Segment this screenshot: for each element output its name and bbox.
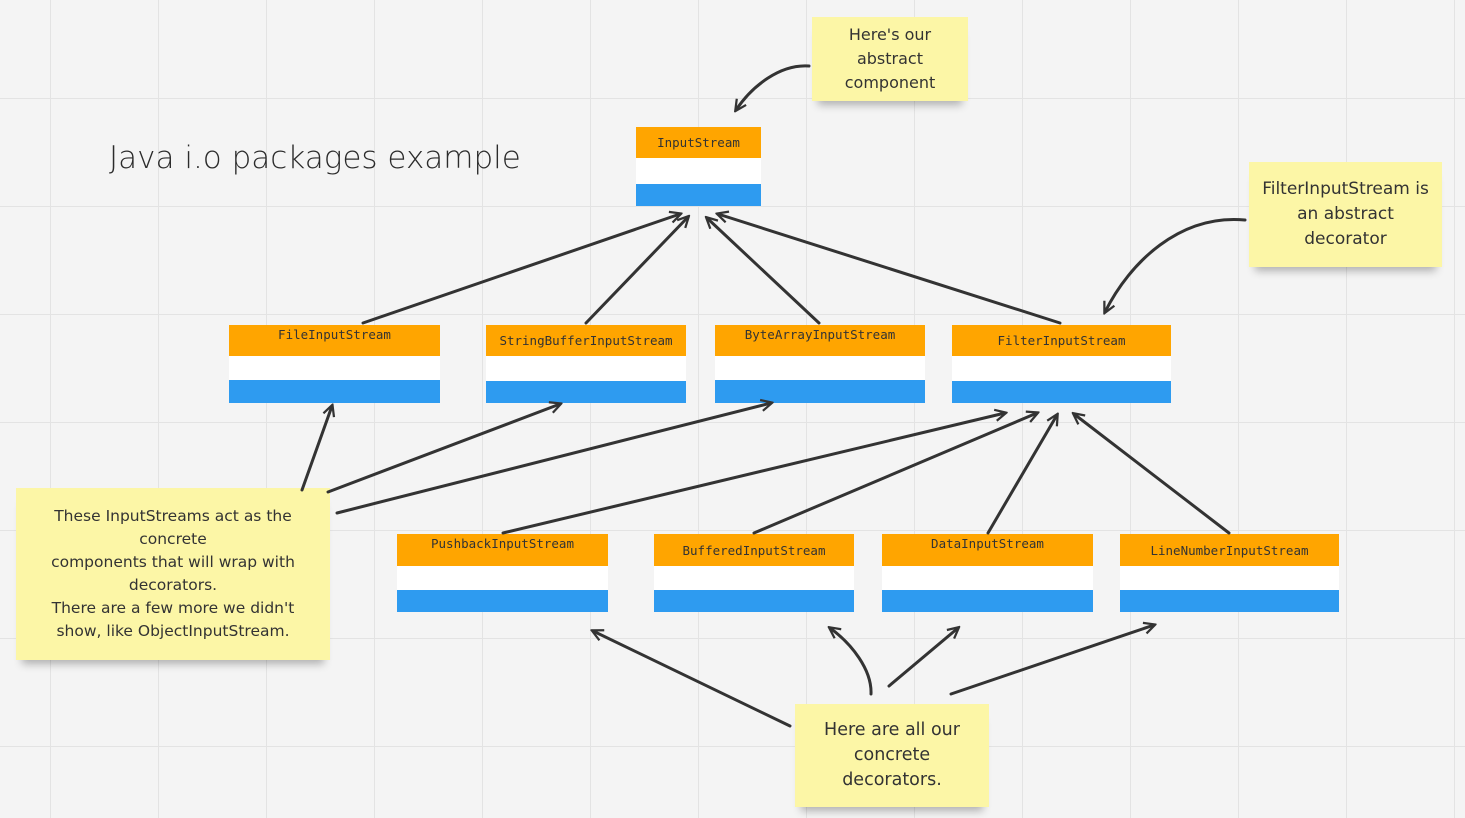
class-name: StringBufferInputStream <box>486 325 686 356</box>
sticky-note-text: Here are all our concrete decorators. <box>824 720 960 790</box>
class-name: FilterInputStream <box>952 325 1171 356</box>
sticky-note-abstract-decorator[interactable]: FilterInputStream is an abstract decorat… <box>1249 162 1442 267</box>
arrow-bytearray-to-inputstream <box>707 218 821 325</box>
class-methods-section <box>952 381 1171 403</box>
arrow-note-to-data <box>887 628 958 688</box>
class-name: ByteArrayInputStream <box>715 325 925 356</box>
arrow-note-to-stringbuffer <box>326 404 560 494</box>
class-box-input-stream[interactable]: InputStream <box>636 127 761 206</box>
arrow-stringbuffer-to-inputstream <box>584 217 688 325</box>
class-attributes-section <box>952 356 1171 381</box>
arrow-note-to-linenumber <box>949 625 1154 696</box>
class-methods-section <box>397 590 608 612</box>
arrow-linenumber-to-filter <box>1074 414 1231 535</box>
sticky-note-text: FilterInputStream is an abstract decorat… <box>1262 179 1429 249</box>
class-methods-section <box>654 590 854 612</box>
class-attributes-section <box>715 356 925 380</box>
arrow-pushback-to-filter <box>501 413 1005 535</box>
sticky-note-abstract-component[interactable]: Here's our abstract component <box>812 17 968 101</box>
class-methods-section <box>882 590 1093 612</box>
arrow-buffered-to-filter <box>752 413 1037 535</box>
class-name: DataInputStream <box>882 534 1093 566</box>
arrow-file-to-inputstream <box>361 214 680 325</box>
sticky-note-concrete-components[interactable]: These InputStreams act as the concrete c… <box>16 488 330 660</box>
class-name: LineNumberInputStream <box>1120 534 1339 566</box>
class-attributes-section <box>1120 566 1339 590</box>
class-methods-section <box>486 381 686 403</box>
arrow-note-to-file <box>300 406 332 492</box>
class-box-byte-array-input-stream[interactable]: ByteArrayInputStream <box>715 325 925 403</box>
class-methods-section <box>715 380 925 403</box>
class-attributes-section <box>397 566 608 590</box>
class-attributes-section <box>229 356 440 380</box>
class-box-pushback-input-stream[interactable]: PushbackInputStream <box>397 534 608 612</box>
arrow-filter-to-inputstream <box>718 214 1062 325</box>
class-box-file-input-stream[interactable]: FileInputStream <box>229 325 440 403</box>
arrow-data-to-filter <box>986 415 1057 535</box>
class-box-line-number-input-stream[interactable]: LineNumberInputStream <box>1120 534 1339 612</box>
sticky-note-text: Here's our abstract component <box>844 25 936 92</box>
sticky-note-concrete-decorators[interactable]: Here are all our concrete decorators. <box>795 704 989 807</box>
arrow-note-to-inputstream <box>736 64 811 110</box>
sticky-note-text: These InputStreams act as the concrete c… <box>51 507 295 640</box>
class-box-buffered-input-stream[interactable]: BufferedInputStream <box>654 534 854 612</box>
class-attributes-section <box>654 566 854 590</box>
class-box-data-input-stream[interactable]: DataInputStream <box>882 534 1093 612</box>
class-methods-section <box>1120 590 1339 612</box>
class-attributes-section <box>882 566 1093 590</box>
class-box-filter-input-stream[interactable]: FilterInputStream <box>952 325 1171 403</box>
class-box-string-buffer-input-stream[interactable]: StringBufferInputStream <box>486 325 686 403</box>
arrow-note-to-filter <box>1105 218 1247 312</box>
diagram-title: Java i.o packages example <box>109 140 521 176</box>
arrow-note-to-pushback <box>593 631 792 728</box>
class-name: FileInputStream <box>229 325 440 356</box>
class-attributes-section <box>636 158 761 184</box>
class-methods-section <box>229 380 440 403</box>
arrow-note-to-bytearray <box>335 403 771 515</box>
class-name: InputStream <box>636 127 761 158</box>
arrow-note-to-buffered <box>830 628 873 696</box>
class-attributes-section <box>486 356 686 381</box>
class-methods-section <box>636 184 761 206</box>
class-name: PushbackInputStream <box>397 534 608 566</box>
class-name: BufferedInputStream <box>654 534 854 566</box>
